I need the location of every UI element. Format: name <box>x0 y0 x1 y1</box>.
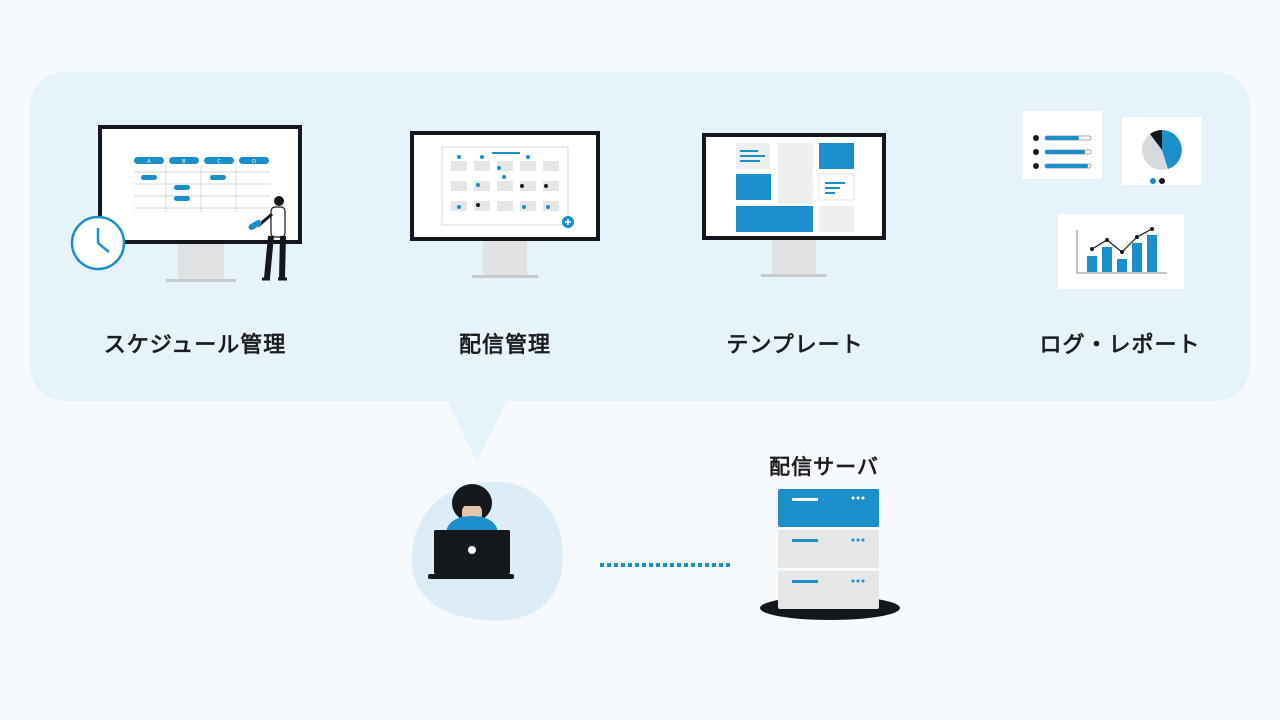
col-d: D <box>252 159 256 165</box>
speech-pointer <box>447 400 507 462</box>
col-a: A <box>147 159 151 165</box>
server-label: 配信サーバ <box>769 455 879 479</box>
feature-label-schedule: スケジュール管理 <box>103 333 287 358</box>
col-c: C <box>217 159 221 165</box>
feature-label-log-report: ログ・レポート <box>1039 333 1201 358</box>
col-b: B <box>182 159 186 165</box>
feature-label-template: テンプレート <box>726 333 864 358</box>
feature-label-delivery: 配信管理 <box>458 333 551 358</box>
